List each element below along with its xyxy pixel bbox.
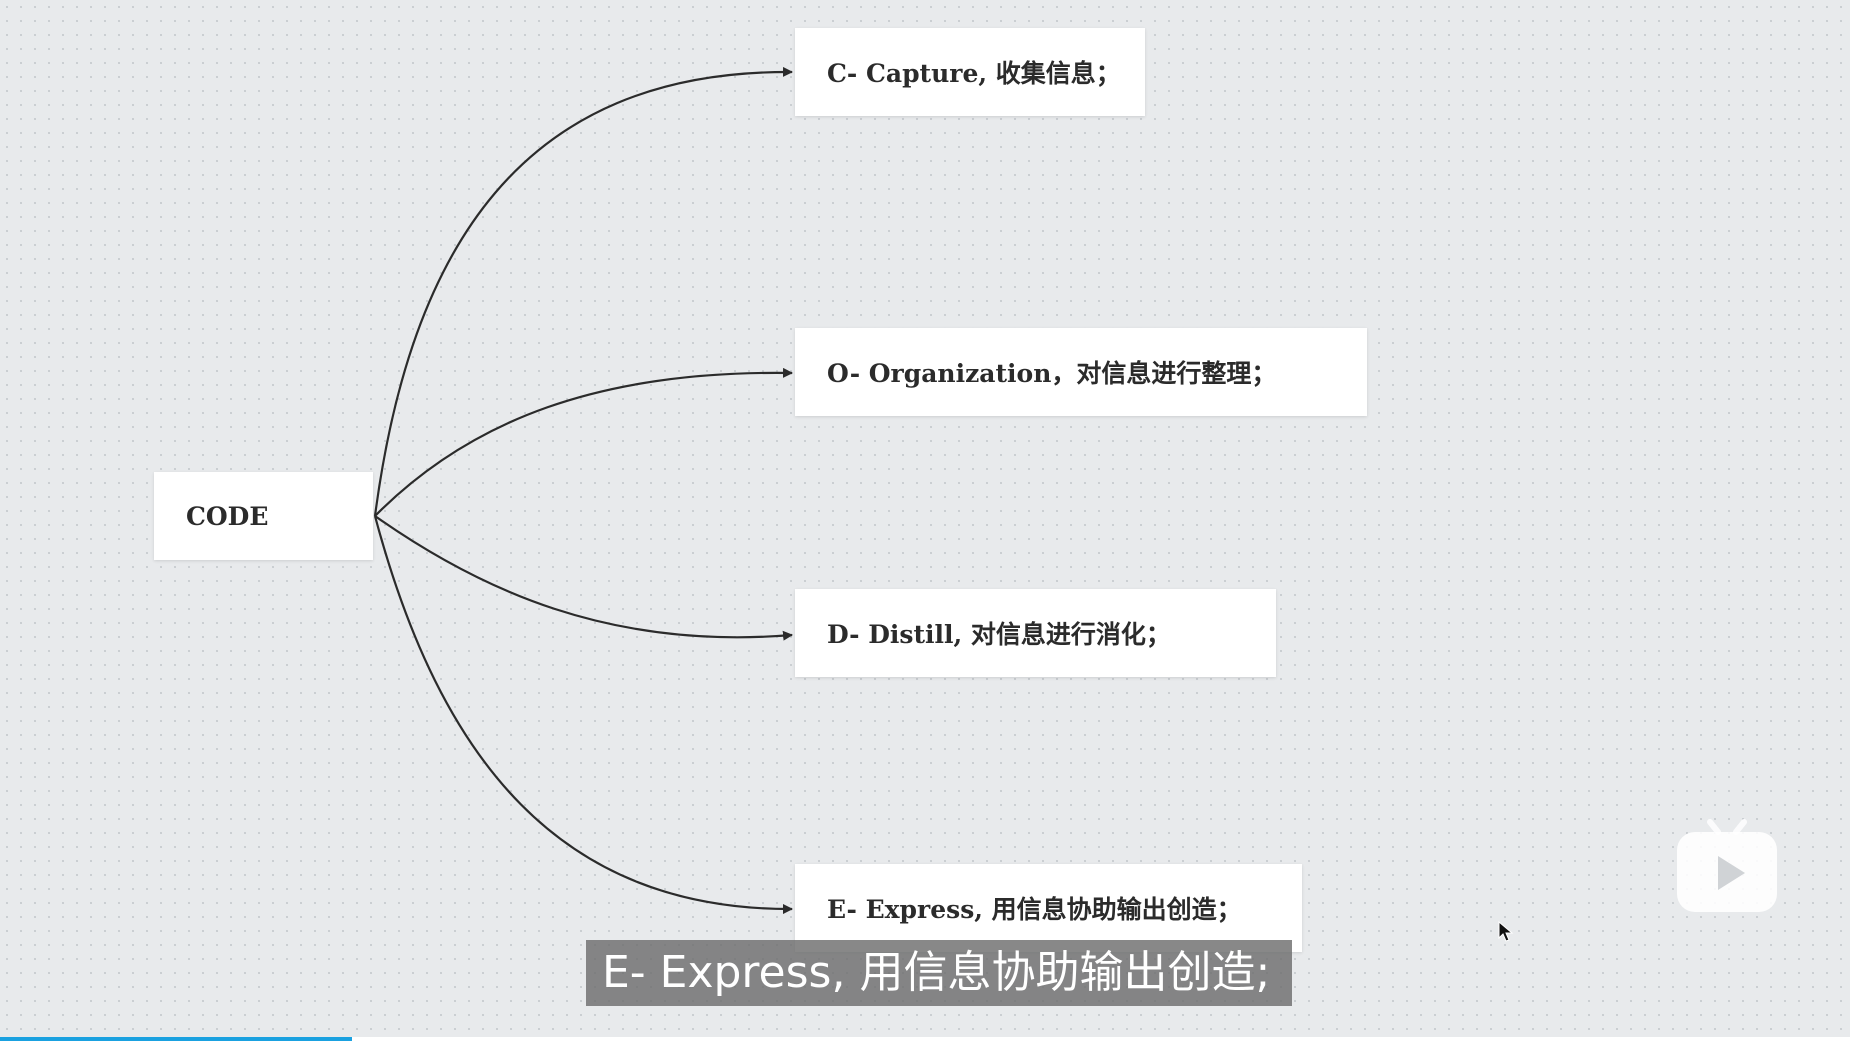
video-progress-fill (0, 1037, 352, 1041)
branch-node-label: C- Capture, 收集信息； (827, 59, 1121, 88)
root-node[interactable]: CODE (154, 472, 373, 560)
branch-node-distill[interactable]: D- Distill, 对信息进行消化； (795, 589, 1276, 677)
branch-node-capture[interactable]: C- Capture, 收集信息； (795, 28, 1145, 116)
branch-node-label: D- Distill, 对信息进行消化； (827, 620, 1171, 649)
video-progress-bar[interactable] (0, 1037, 1850, 1041)
branch-node-organization[interactable]: O- Organization，对信息进行整理； (795, 328, 1367, 416)
video-subtitle: E- Express, 用信息协助输出创造; (586, 940, 1293, 1006)
edge-to-capture (373, 66, 793, 517)
edge-to-distill (374, 515, 793, 641)
root-node-label: CODE (186, 501, 269, 531)
bilibili-tv-icon (1677, 819, 1777, 912)
branch-node-express[interactable]: E- Express, 用信息协助输出创造； (795, 864, 1302, 952)
branch-node-label: O- Organization，对信息进行整理； (827, 359, 1277, 388)
mouse-pointer-icon (1498, 921, 1514, 942)
edge-to-organization (374, 367, 793, 517)
edge-to-express (373, 515, 793, 915)
branch-node-label: E- Express, 用信息协助输出创造； (827, 895, 1242, 924)
